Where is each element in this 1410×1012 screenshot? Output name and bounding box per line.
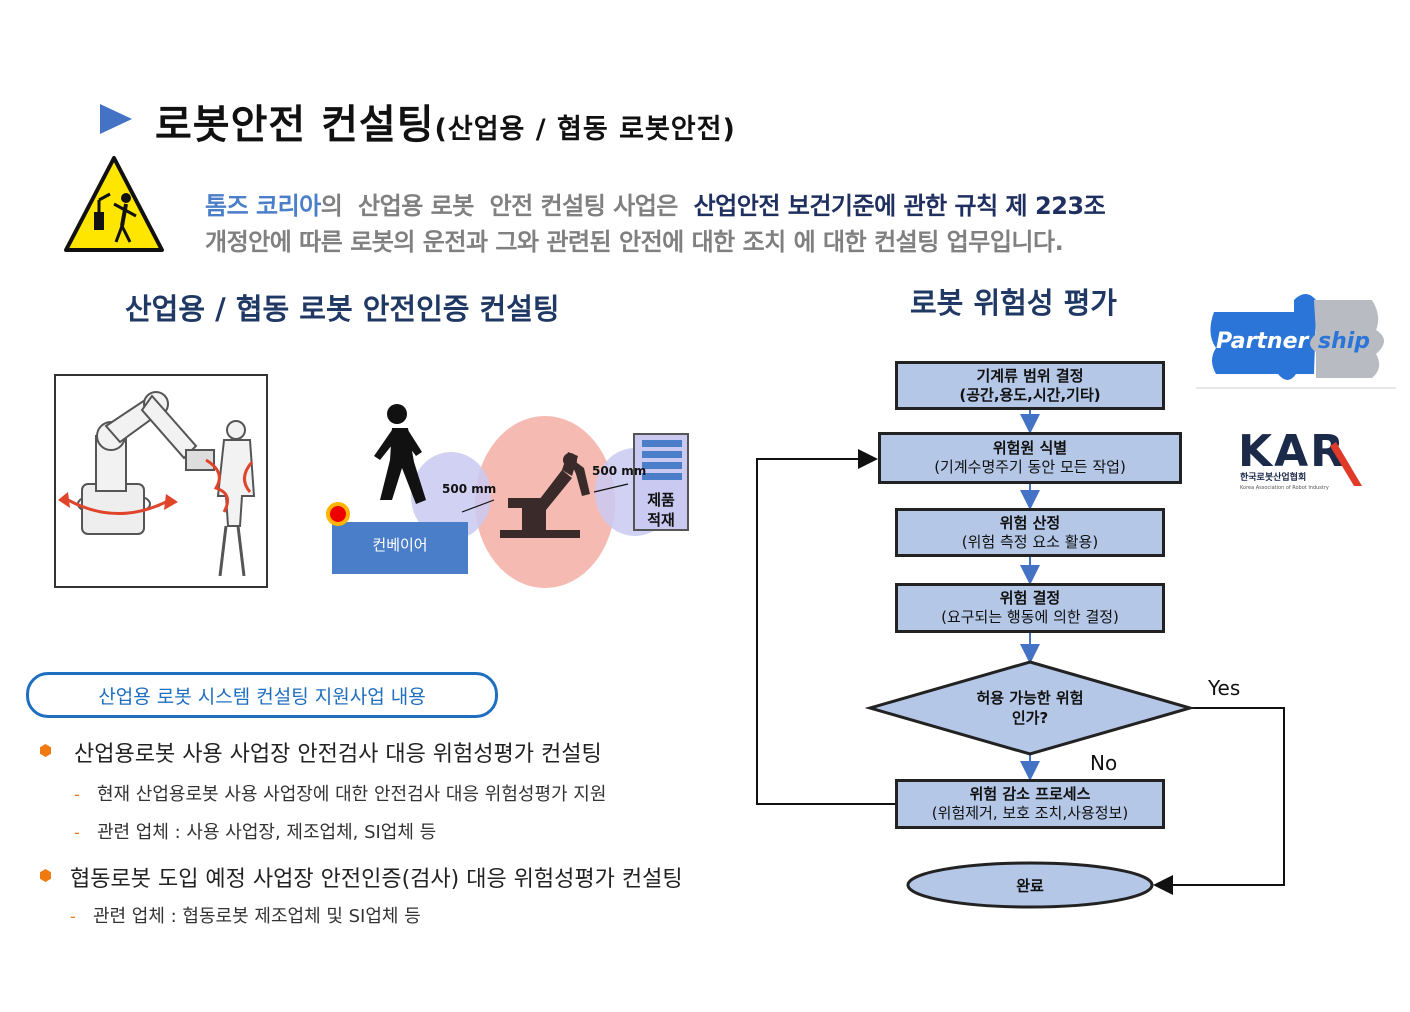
- bullet-icon: [40, 744, 51, 757]
- dash-icon: -: [74, 785, 80, 804]
- step-detail: (공간,용도,시간,기타): [959, 385, 1101, 404]
- support-item-1-title: 산업용로봇 사용 사업장 안전검사 대응 위험성평가 컨설팅: [74, 742, 602, 767]
- yes-label: Yes: [1208, 676, 1241, 700]
- step-title: 위험 산정: [999, 513, 1061, 532]
- end-terminal: [906, 861, 1154, 909]
- robot-arm-icon: [58, 391, 256, 577]
- no-label: No: [1090, 751, 1118, 775]
- support-item-1-sub-2: - 관련 업체 : 사용 사업장, 제조업체, SI업체 등: [74, 818, 436, 844]
- flow-step-hazard-identification: 위험원 식별 (기계수명주기 동안 모든 작업): [878, 432, 1182, 484]
- title-arrow-icon: [100, 104, 132, 134]
- step-detail: (기계수명주기 동안 모든 작업): [934, 458, 1126, 476]
- sub-text: 관련 업체 : 사용 사업장, 제조업체, SI업체 등: [96, 822, 437, 843]
- step-title: 위험 감소 프로세스: [969, 785, 1091, 803]
- title-main: 로봇안전 컨설팅: [155, 102, 435, 148]
- dash-icon: -: [70, 907, 76, 926]
- conveyor-icon: [332, 522, 468, 574]
- emergency-stop-icon: [326, 502, 350, 526]
- decision-text-1: 허용 가능한 위험: [976, 689, 1084, 707]
- decision-diamond: [864, 660, 1196, 756]
- regulation-text: 산업안전 보건기준에 관한 규칙 제 223조: [693, 192, 1106, 220]
- step-detail: (요구되는 행동에 의한 결정): [941, 608, 1119, 626]
- product-stack-label: 제품 적재: [636, 490, 686, 530]
- end-label: 완료: [1016, 877, 1044, 895]
- company-name: 톰즈 코리아: [205, 192, 321, 220]
- robot-arm-machine-icon: [500, 452, 590, 538]
- step-detail: (위험제거, 보호 조치,사용정보): [931, 804, 1129, 822]
- kar-korean-name: 한국로봇산업협회: [1240, 471, 1306, 483]
- flow-step-risk-reduction: 위험 감소 프로세스 (위험제거, 보호 조치,사용정보): [895, 779, 1165, 829]
- sub-text: 관련 업체 : 협동로봇 제조업체 및 SI업체 등: [92, 906, 421, 927]
- workcell-illustration: [326, 404, 689, 588]
- robot-collision-illustration: [54, 374, 268, 588]
- kar-logo-text: KAR: [1238, 426, 1346, 477]
- flow-step-risk-evaluation: 위험 결정 (요구되는 행동에 의한 결정): [895, 583, 1165, 633]
- product-label-line2: 적재: [647, 511, 675, 529]
- warning-robot-icon: [64, 156, 164, 252]
- step-title: 기계류 범위 결정: [976, 366, 1084, 385]
- kar-english-name: Korea Association of Robot Industry: [1240, 485, 1329, 491]
- kar-logo: KAR 한국로봇산업협회 Korea Association of Robot …: [1238, 426, 1362, 491]
- intro-text: 의 산업용 로봇 안전 컨설팅 사업은: [320, 192, 694, 220]
- bullet-icon: [40, 869, 51, 882]
- support-item-1-sub-1: - 현재 산업용로봇 사용 사업장에 대한 안전검사 대응 위험성평가 지원: [74, 780, 606, 806]
- decision-text-2: 인가?: [1011, 709, 1049, 727]
- support-item-2-title: 협동로봇 도입 예정 사업장 안전인증(검사) 대응 위험성평가 컨설팅: [70, 867, 683, 892]
- partner-logo-text-a: Partner: [1216, 329, 1310, 354]
- product-rack-icon: [633, 433, 689, 531]
- step-detail: (위험 측정 요소 활용): [961, 532, 1099, 551]
- dash-icon: -: [74, 823, 80, 842]
- sub-text: 현재 산업용로봇 사용 사업장에 대한 안전검사 대응 위험성평가 지원: [96, 784, 607, 805]
- safety-zone-left: [411, 452, 491, 540]
- step-title: 위험 결정: [999, 589, 1061, 607]
- pedestrian-icon: [374, 404, 426, 504]
- support-program-pill: 산업용 로봇 시스템 컨설팅 지원사업 내용: [26, 672, 498, 718]
- step-title: 위험원 식별: [992, 439, 1068, 457]
- intro-line-2: 개정안에 따른 로봇의 운전과 그와 관련된 안전에 대한 조치 에 대한 컨설…: [205, 228, 1064, 256]
- title-sub: (산업용 / 협동 로봇안전): [434, 114, 736, 145]
- support-item-2-sub-1: - 관련 업체 : 협동로봇 제조업체 및 SI업체 등: [70, 902, 421, 928]
- page-title: 로봇안전 컨설팅(산업용 / 협동 로봇안전): [155, 92, 736, 150]
- decision-label: 허용 가능한 위험 인가?: [930, 688, 1130, 728]
- partner-logo-text-b: ship: [1318, 329, 1370, 354]
- flow-step-risk-estimation: 위험 산정 (위험 측정 요소 활용): [895, 508, 1165, 557]
- distance-label-right: 500 mm: [592, 464, 647, 478]
- partnership-logo: Partner ship: [1196, 294, 1396, 389]
- left-section-heading: 산업용 / 협동 로봇 안전인증 컨설팅: [125, 292, 560, 326]
- conveyor-label: 컨베이어: [372, 536, 428, 554]
- distance-label-left: 500 mm: [442, 482, 497, 496]
- product-label-line1: 제품: [647, 491, 675, 509]
- intro-line-1: 톰즈 코리아의 산업용 로봇 안전 컨설팅 사업은 산업안전 보건기준에 관한 …: [205, 186, 1106, 221]
- right-section-heading: 로봇 위험성 평가: [910, 286, 1117, 320]
- flow-step-scope: 기계류 범위 결정 (공간,용도,시간,기타): [895, 361, 1165, 410]
